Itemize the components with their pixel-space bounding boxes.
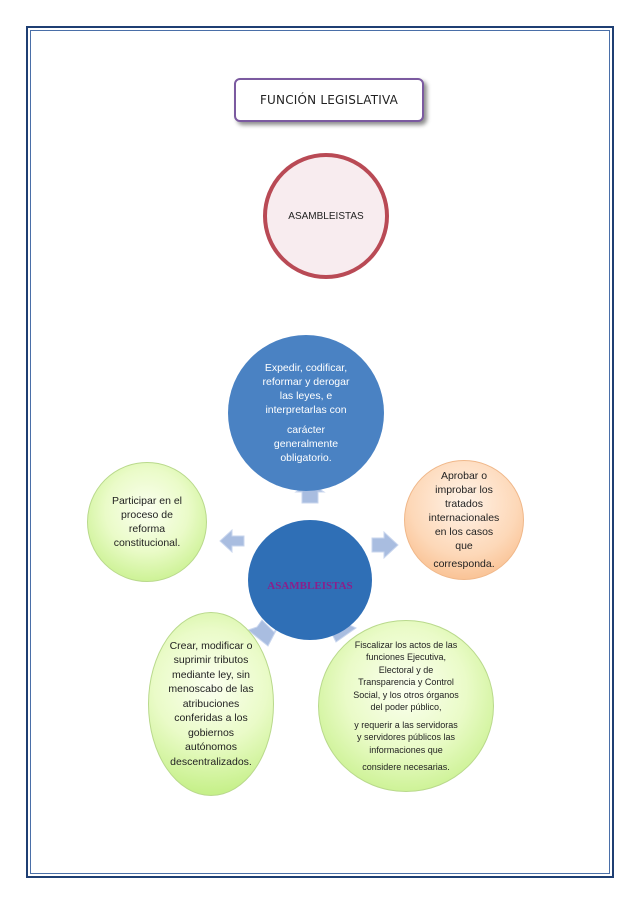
node-bottom-left-line: Crear, modificar o xyxy=(169,639,253,652)
node-right-text: Aprobar o improbar los tratados internac… xyxy=(416,469,512,571)
node-right-line: que xyxy=(455,540,473,552)
page-frame-outer xyxy=(26,26,614,878)
node-top-line: interpretarlas con xyxy=(265,404,347,416)
node-left-text: Participar en el proceso de reforma cons… xyxy=(97,494,197,550)
node-left-participar: Participar en el proceso de reforma cons… xyxy=(87,462,207,582)
node-bottom-right-text: Fiscalizar los actos de las funciones Ej… xyxy=(333,639,479,774)
node-right-line: internacionales xyxy=(428,512,500,524)
node-bottom-right-line: Social, y los otros órganos xyxy=(353,689,459,700)
node-bottom-left-line: mediante ley, sin xyxy=(171,668,250,681)
node-bottom-right-line: Fiscalizar los actos de las xyxy=(354,639,458,650)
node-bottom-left-line: menoscabo de las xyxy=(168,683,254,696)
node-left-line: constitucional. xyxy=(113,537,181,549)
node-bottom-right-line: y requerir a las servidoras xyxy=(354,719,458,730)
node-bottom-right-line: Transparencia y Control xyxy=(358,677,454,687)
node-right-aprobar: Aprobar o improbar los tratados internac… xyxy=(404,460,524,580)
node-left-line: proceso de xyxy=(121,509,173,521)
node-top-line: obligatorio. xyxy=(280,452,332,464)
node-bottom-left-line: autónomos xyxy=(185,741,237,754)
node-bottom-right-line: considere necesarias. xyxy=(362,762,450,772)
node-bottom-right-line: Electoral y de xyxy=(378,664,434,675)
node-bottom-right-fiscalizar: Fiscalizar los actos de las funciones Ej… xyxy=(318,620,494,792)
node-bottom-left-line: gobiernos xyxy=(187,726,235,739)
node-right-line: improbar los xyxy=(435,484,493,496)
node-bottom-left-line: suprimir tributos xyxy=(173,654,249,667)
node-top-line: reformar y derogar xyxy=(262,376,350,388)
node-bottom-right-line: del poder público, xyxy=(370,702,442,712)
title-box: FUNCIÓN LEGISLATIVA xyxy=(234,78,424,122)
node-bottom-left-crear: Crear, modificar o suprimir tributos med… xyxy=(148,612,274,796)
node-bottom-right-line: informaciones que xyxy=(369,744,443,755)
node-right-line: Aprobar o xyxy=(440,470,488,482)
node-bottom-right-line: funciones Ejecutiva, xyxy=(365,652,447,662)
asambleistas-top-node: ASAMBLEISTAS xyxy=(263,153,389,279)
node-right-line: tratados xyxy=(445,498,483,510)
node-right-line: corresponda. xyxy=(433,558,495,570)
node-top-line: generalmente xyxy=(273,438,339,450)
node-right-line: en los casos xyxy=(434,526,494,538)
node-top-expedir: Expedir, codificar, reformar y derogar l… xyxy=(228,335,384,491)
node-bottom-left-text: Crear, modificar o suprimir tributos med… xyxy=(159,639,263,770)
node-bottom-left-line: atribuciones xyxy=(182,697,240,710)
node-top-line: las leyes, e xyxy=(279,390,333,402)
node-bottom-right-line: y servidores públicos las xyxy=(356,732,456,742)
asambleistas-top-label: ASAMBLEISTAS xyxy=(288,210,364,222)
page-frame-inner xyxy=(30,30,610,874)
arrow-right xyxy=(371,530,399,560)
asambleistas-center-label: ASAMBLEISTAS xyxy=(267,580,353,592)
title-text: FUNCIÓN LEGISLATIVA xyxy=(259,93,399,107)
node-left-line: Participar en el xyxy=(111,495,183,507)
arrow-left xyxy=(219,528,245,554)
node-bottom-left-line: conferidas a los xyxy=(174,712,248,725)
node-bottom-left-line: descentralizados. xyxy=(170,755,252,768)
node-top-text: Expedir, codificar, reformar y derogar l… xyxy=(247,361,365,465)
node-top-line: Expedir, codificar, xyxy=(264,362,348,374)
asambleistas-center-node: ASAMBLEISTAS xyxy=(248,520,372,640)
node-left-line: reforma xyxy=(128,523,166,535)
node-top-line: carácter xyxy=(287,424,325,436)
